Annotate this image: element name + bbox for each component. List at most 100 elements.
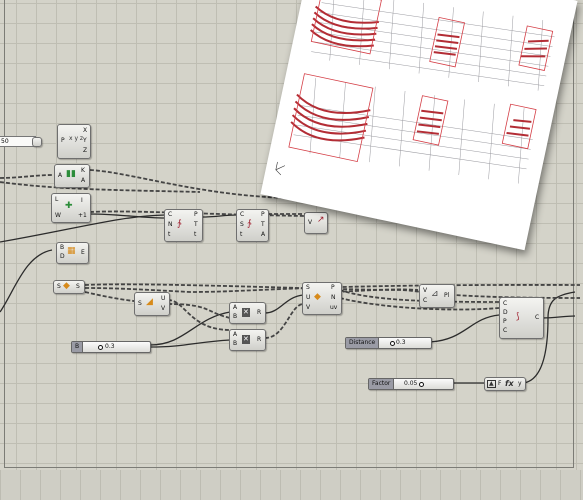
slider-knob[interactable] bbox=[419, 382, 424, 387]
output-port[interactable]: E bbox=[81, 249, 85, 256]
number-slider-b[interactable]: B 0.3 bbox=[71, 341, 151, 353]
curve-frame-component[interactable]: C S t ∱ P T A bbox=[236, 209, 269, 242]
input-port[interactable]: S bbox=[57, 283, 61, 290]
divide-surface-component[interactable]: S ◢ U V bbox=[134, 292, 170, 316]
divide-surface-icon: ◢ bbox=[146, 297, 153, 307]
slider-knob[interactable] bbox=[390, 341, 395, 346]
input-port[interactable]: A bbox=[233, 304, 238, 311]
output-port[interactable]: U bbox=[161, 295, 166, 302]
list-item-component[interactable]: L W ✚ I +1 bbox=[51, 193, 91, 223]
panel-connector[interactable] bbox=[32, 137, 42, 147]
input-port[interactable]: B bbox=[233, 340, 238, 347]
slider-knob[interactable] bbox=[98, 345, 103, 350]
output-port[interactable]: N bbox=[331, 294, 336, 301]
output-port[interactable]: Y bbox=[83, 137, 87, 144]
output-port[interactable]: A bbox=[81, 177, 86, 184]
input-port[interactable]: C bbox=[503, 327, 508, 334]
slider-value: 0.3 bbox=[105, 343, 115, 350]
output-port[interactable]: P bbox=[331, 284, 335, 291]
output-port[interactable]: R bbox=[257, 336, 262, 343]
input-port[interactable]: S bbox=[240, 221, 244, 228]
surface-component[interactable]: S ◆ S bbox=[53, 280, 85, 294]
slider-label: Factor bbox=[369, 379, 395, 389]
input-port[interactable]: B bbox=[60, 244, 65, 251]
offset-curve-component[interactable]: C D P C ⟆ C bbox=[499, 297, 544, 339]
box-component[interactable]: B D ▦ E bbox=[56, 242, 89, 264]
output-port[interactable]: S bbox=[76, 283, 80, 290]
output-port[interactable]: C bbox=[535, 314, 540, 321]
bounds-component[interactable]: A ▮▮ K A bbox=[54, 164, 90, 188]
input-port[interactable]: C bbox=[503, 300, 508, 307]
wire-dashed bbox=[167, 303, 231, 319]
number-panel[interactable]: 50 bbox=[0, 136, 36, 147]
input-port[interactable]: A bbox=[58, 172, 63, 179]
output-port[interactable]: R bbox=[257, 309, 262, 316]
input-port[interactable]: D bbox=[60, 253, 65, 260]
multiply-icon: ✕ bbox=[242, 335, 250, 344]
output-port[interactable]: P bbox=[261, 211, 265, 218]
input-port[interactable]: U bbox=[306, 294, 311, 301]
output-port[interactable]: P bbox=[194, 211, 198, 218]
canvas-bottom-edge bbox=[4, 467, 574, 468]
input-port[interactable]: V bbox=[308, 219, 313, 226]
input-port[interactable]: A bbox=[233, 331, 238, 338]
wire-solid bbox=[541, 315, 576, 319]
input-port[interactable]: V bbox=[423, 287, 428, 294]
vector-component[interactable]: V ↗ bbox=[304, 212, 328, 234]
input-port[interactable]: t bbox=[240, 231, 243, 238]
input-port[interactable]: D bbox=[503, 309, 508, 316]
plane-component[interactable]: V C ⊿ Pl bbox=[419, 284, 455, 308]
wire-solid bbox=[0, 249, 53, 313]
input-port[interactable]: V bbox=[306, 304, 311, 311]
curve-eval-icon: ∱ bbox=[177, 219, 182, 229]
preview-geometry bbox=[290, 5, 549, 142]
curve-evaluate-component[interactable]: C N t ∱ P T t bbox=[164, 209, 203, 242]
multiply-component[interactable]: A B ✕ R bbox=[229, 302, 266, 324]
input-port[interactable]: C bbox=[168, 211, 173, 218]
output-port[interactable]: uv bbox=[330, 304, 338, 311]
input-port[interactable]: S bbox=[138, 300, 142, 307]
number-slider-factor[interactable]: Factor 0.05 bbox=[368, 378, 454, 390]
number-slider-distance[interactable]: Distance 0.3 bbox=[345, 337, 432, 349]
preview-outlines bbox=[288, 0, 554, 163]
wire-solid bbox=[264, 294, 304, 314]
slider-value: 0.3 bbox=[396, 339, 406, 346]
multiply-component[interactable]: A B ✕ R bbox=[229, 329, 266, 351]
deconstruct-point-component[interactable]: P x y z X Y Z bbox=[57, 124, 91, 159]
output-port[interactable]: V bbox=[161, 305, 166, 312]
input-port[interactable]: L bbox=[55, 196, 59, 203]
rhino-preview-image bbox=[260, 0, 578, 251]
input-port[interactable]: C bbox=[240, 211, 245, 218]
input-port[interactable]: P bbox=[503, 318, 507, 325]
input-port[interactable]: C bbox=[423, 297, 428, 304]
output-port[interactable]: +1 bbox=[78, 212, 87, 219]
input-port[interactable]: t bbox=[168, 231, 171, 238]
output-port[interactable]: X bbox=[83, 127, 88, 134]
output-port[interactable]: Pl bbox=[444, 292, 450, 299]
evaluate-surface-component[interactable]: S U V ◆ P N uv bbox=[302, 282, 342, 315]
input-port[interactable]: W bbox=[55, 212, 61, 219]
input-port[interactable]: B bbox=[233, 313, 238, 320]
surface-icon: ◆ bbox=[63, 281, 70, 291]
input-port[interactable]: F bbox=[498, 380, 502, 387]
input-port[interactable]: P bbox=[61, 137, 65, 144]
output-port[interactable]: K bbox=[81, 167, 85, 174]
output-port[interactable]: A bbox=[261, 231, 266, 238]
wire-solid bbox=[201, 214, 238, 218]
bounds-icon: ▮▮ bbox=[66, 169, 76, 179]
output-port[interactable]: T bbox=[261, 221, 265, 228]
output-port[interactable]: Z bbox=[83, 147, 88, 154]
function-component[interactable]: ▲ F fx y bbox=[484, 377, 526, 391]
axis-gizmo bbox=[275, 161, 286, 176]
wire-dashed bbox=[0, 181, 201, 193]
output-port[interactable]: y bbox=[518, 380, 522, 387]
wire-dashed bbox=[264, 303, 304, 339]
canvas-right-edge bbox=[573, 0, 574, 468]
output-port[interactable]: T bbox=[194, 221, 198, 228]
offset-icon: ⟆ bbox=[516, 312, 520, 322]
input-port[interactable]: S bbox=[306, 284, 310, 291]
input-port[interactable]: N bbox=[168, 221, 173, 228]
output-port[interactable]: t bbox=[194, 231, 197, 238]
output-port[interactable]: I bbox=[81, 197, 83, 204]
